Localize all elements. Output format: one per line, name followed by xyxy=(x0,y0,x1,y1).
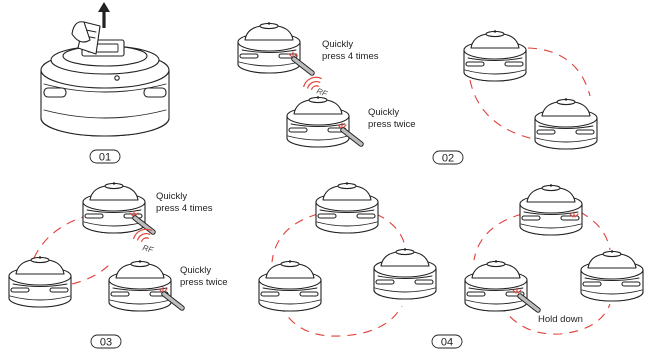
detector-1-icon xyxy=(238,22,300,73)
step-number: 01 xyxy=(99,152,111,164)
detector-3-icon xyxy=(465,260,527,311)
detector-1-icon xyxy=(316,182,378,233)
instruction-label: press twice xyxy=(368,119,416,130)
step-01-panel: 01 xyxy=(41,2,169,164)
pairing-path xyxy=(72,264,110,284)
instruction-label: Quickly xyxy=(368,107,399,118)
detector-1-icon xyxy=(464,30,526,81)
detector-3-icon xyxy=(9,256,71,307)
detector-2-icon xyxy=(287,96,349,147)
rf-label: RF xyxy=(141,243,155,255)
detector-3-icon xyxy=(259,260,321,311)
instruction-label: press 4 times xyxy=(322,51,379,62)
pairing-path xyxy=(34,216,86,258)
pairing-path xyxy=(528,48,590,96)
instruction-label: Hold down xyxy=(538,314,583,325)
step-number-badge: 03 xyxy=(91,335,121,349)
instruction-label: press 4 times xyxy=(156,203,213,214)
step-number: 02 xyxy=(442,153,454,165)
detector-2-icon xyxy=(374,248,436,299)
detector-2-icon xyxy=(581,250,643,301)
step-03-panel: Quickly press 4 times RF Quickly press t… xyxy=(9,182,228,348)
pairing-path xyxy=(470,80,538,140)
detector-2-icon xyxy=(535,98,597,149)
step-02-linked-panel: 02 xyxy=(433,30,597,164)
step-02-panel: Quickly press 4 times RF Quickly press t… xyxy=(238,22,416,147)
pairing-path xyxy=(474,214,522,260)
instruction-label: Quickly xyxy=(322,39,353,50)
step-number-badge: 01 xyxy=(90,150,120,164)
instruction-label: Quickly xyxy=(156,191,187,202)
arrow-up-icon xyxy=(98,2,110,28)
step-number-badge: 04 xyxy=(432,335,462,349)
instruction-label: Quickly xyxy=(180,265,211,276)
detector-2-icon xyxy=(109,260,171,311)
step-number-badge: 02 xyxy=(433,151,463,165)
instruction-label: press twice xyxy=(180,277,228,288)
step-number: 03 xyxy=(100,337,112,349)
pairing-path xyxy=(580,212,610,250)
step-04-loop-panel xyxy=(259,182,436,336)
detector-1-icon xyxy=(83,182,145,233)
pairing-path xyxy=(272,214,318,262)
step-number: 04 xyxy=(441,337,453,349)
detector-open-icon xyxy=(41,22,169,136)
pairing-path xyxy=(376,214,406,250)
detector-1-icon xyxy=(520,184,582,235)
step-04-panel: Hold down 04 xyxy=(432,184,643,348)
